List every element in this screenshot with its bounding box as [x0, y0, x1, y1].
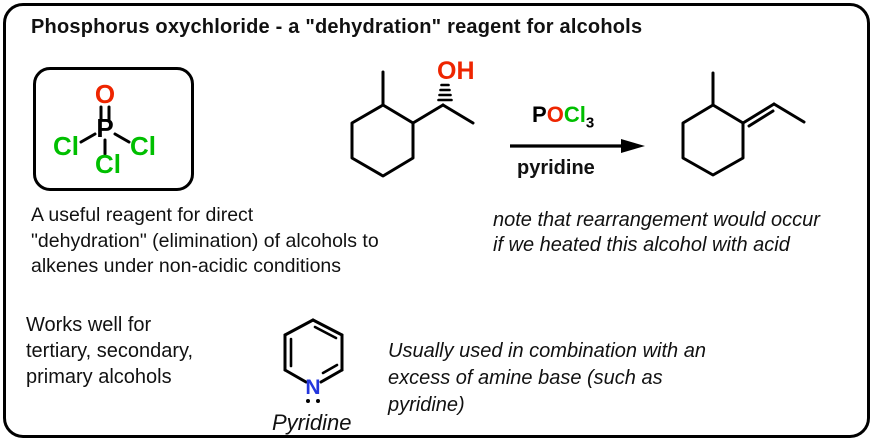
lone-pair-dots	[306, 399, 320, 403]
alkene-product-drawing	[681, 71, 806, 177]
reaction-reagent-text: POCl3	[532, 102, 594, 131]
pyridine-caption: Pyridine	[272, 410, 352, 435]
chlorine-right-label: Cl	[130, 131, 156, 161]
note-line: alkenes under non-acidic conditions	[31, 255, 342, 277]
oxygen-atom-label: O	[95, 79, 115, 109]
note-line: excess of amine base (such as	[388, 367, 663, 389]
pocl3-structure-drawing: O P Cl Cl Cl	[53, 79, 156, 179]
useful-reagent-note: A useful reagent for direct "dehydration…	[31, 203, 379, 280]
pyridine-structure-drawing: N	[283, 318, 344, 403]
rearrangement-note: note that rearrangement would occur if w…	[493, 208, 820, 258]
chlorine-bottom-label: Cl	[95, 149, 121, 179]
note-line: primary alcohols	[26, 366, 172, 388]
reagent-p: P	[532, 102, 547, 127]
reaction-arrow	[510, 139, 645, 153]
reagent-subscript: 3	[585, 114, 595, 132]
note-line: A useful reagent for direct	[31, 204, 254, 226]
note-line: if we heated this alcohol with acid	[493, 234, 790, 256]
phosphorus-atom-label: P	[96, 113, 113, 143]
reagent-o: O	[546, 102, 564, 127]
reaction-solvent-text: pyridine	[517, 157, 595, 179]
nitrogen-atom-label: N	[305, 376, 320, 399]
hydroxyl-label: OH	[437, 57, 475, 85]
works-well-note: Works well for tertiary, secondary, prim…	[26, 312, 193, 390]
note-line: note that rearrangement would occur	[493, 209, 820, 231]
note-line: pyridine)	[388, 394, 465, 416]
note-line: "dehydration" (elimination) of alcohols …	[31, 229, 379, 252]
pocl3-structure-box: O P Cl Cl Cl	[33, 67, 194, 191]
chlorine-left-label: Cl	[53, 131, 79, 161]
amine-base-note: Usually used in combination with an exce…	[388, 338, 706, 419]
figure-title: Phosphorus oxychloride - a "dehydration"…	[31, 16, 643, 38]
note-line: Works well for	[26, 314, 152, 336]
note-line: tertiary, secondary,	[26, 340, 194, 362]
note-line: Usually used in combination with an	[388, 340, 706, 362]
reagent-cl: Cl	[563, 102, 586, 127]
alcohol-structure-drawing: OH	[350, 57, 475, 178]
hashed-wedge-bond	[437, 83, 453, 102]
